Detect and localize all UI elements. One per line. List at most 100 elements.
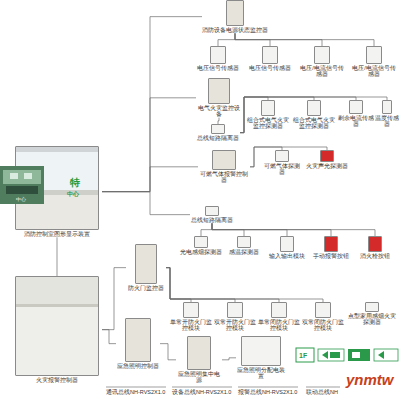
device-label: 电压信号传感器 <box>197 65 239 71</box>
device-icon <box>241 336 281 366</box>
device-label: 光电感烟探测器 <box>180 249 222 255</box>
photo-screen <box>10 173 18 179</box>
device-label: 单常闭防火门监控模块 <box>258 319 300 332</box>
device-label: 可燃气体探测器 <box>262 163 302 176</box>
device-label: 剩余电流传感器 <box>338 115 374 128</box>
device-icon <box>205 206 219 216</box>
exit-sign <box>348 349 370 361</box>
device-icon <box>366 46 382 64</box>
device-node: 双常闭防火门监控模块 <box>302 302 344 332</box>
wire-connector <box>166 268 235 302</box>
device-label: 可燃气体报警控制器 <box>198 171 250 184</box>
device-label: 总线短路隔离器 <box>197 135 239 141</box>
device-label: 火灾报警控制器 <box>36 377 78 383</box>
device-label: 应急照明控制器 <box>117 363 159 369</box>
device-icon <box>365 302 379 312</box>
device-icon <box>135 244 157 284</box>
annotation-label: 设备总线NH-RVS2X1.0 <box>172 390 231 396</box>
device-label: 电压信号传感器 <box>249 65 291 71</box>
device-icon <box>208 78 230 104</box>
device-node: 电气火灾监控设备 <box>196 78 242 118</box>
device-label: 手动报警按钮 <box>313 253 349 259</box>
wire-connector <box>160 344 176 360</box>
device-node: 火灾声光探测器 <box>306 150 348 169</box>
device-node: 消火栓按钮 <box>354 236 396 259</box>
device-label: 组合式电气火灾监控探测器 <box>246 117 290 130</box>
device-icon <box>271 302 287 318</box>
device-node: 电压/电流信号传感器 <box>298 46 346 78</box>
annotation-label: 联动总线NH <box>306 390 338 396</box>
device-node: 消防控制室图形显示装置 <box>12 146 102 237</box>
device-icon <box>194 236 208 248</box>
wire-connector <box>166 268 279 302</box>
wire-connector <box>102 268 126 330</box>
control-room-photo <box>0 166 44 204</box>
device-label: 双常开防火门监控模块 <box>214 319 256 332</box>
device-icon <box>307 100 321 116</box>
device-node: 可燃气体探测器 <box>262 150 302 176</box>
device-node: 电压信号传感器 <box>196 46 240 71</box>
exit-figure <box>330 352 340 358</box>
wire-connector <box>212 223 375 236</box>
annotation-label: 中心 <box>16 197 26 202</box>
device-icon <box>227 302 243 318</box>
wire-connector <box>102 17 202 192</box>
device-icon <box>125 318 151 362</box>
exit-sign <box>318 349 344 361</box>
device-node: 可燃气体报警控制器 <box>198 150 250 184</box>
device-node: 双常开防火门监控模块 <box>214 302 256 332</box>
annotation-label: 特 <box>70 178 80 188</box>
device-node: 手动报警按钮 <box>310 236 352 259</box>
device-node: 总线短路隔离器 <box>196 124 240 141</box>
watermark: ynmtw <box>346 372 394 387</box>
device-icon <box>262 46 278 64</box>
device-node: 应急照明集中电源 <box>176 336 222 384</box>
device-label: 双常闭防火门监控模块 <box>302 319 344 332</box>
photo-wall <box>3 170 41 184</box>
device-icon <box>211 124 225 134</box>
device-icon <box>237 236 251 248</box>
wire-connector <box>102 192 190 215</box>
device-icon <box>315 302 331 318</box>
device-node: 组合式电气火灾监控探测器 <box>246 100 290 130</box>
wire-connector <box>166 268 323 302</box>
bus-line <box>238 387 298 388</box>
device-label: 火灾声光探测器 <box>306 163 348 169</box>
device-label: 应急照明分配电装置 <box>236 367 286 380</box>
exit-signs <box>296 348 398 362</box>
device-node: 温度传感器 <box>374 100 400 128</box>
device-icon <box>275 150 289 162</box>
device-node: 总线短路隔离器 <box>190 206 234 223</box>
exit-arrow <box>378 351 384 359</box>
device-icon <box>349 100 363 114</box>
device-icon <box>382 100 392 114</box>
exit-figure <box>352 352 360 358</box>
device-node: 光电感烟探测器 <box>180 236 222 255</box>
device-icon <box>324 236 338 252</box>
photo-frame <box>0 166 44 204</box>
device-icon <box>320 150 334 162</box>
device-icon <box>15 146 99 230</box>
device-label: 单常开防火门监控模块 <box>170 319 212 332</box>
device-icon <box>368 236 382 252</box>
wire-connector <box>102 98 196 192</box>
bus-line <box>106 387 166 388</box>
device-label: 防火门监控器 <box>128 285 164 291</box>
device-label: 电气火灾监控设备 <box>196 105 242 118</box>
annotation-label: 1F <box>299 352 307 359</box>
device-node: 应急照明分配电装置 <box>236 336 286 380</box>
wire-connector <box>222 358 236 360</box>
wire-connector <box>102 330 116 344</box>
wire-connector <box>235 33 374 46</box>
device-node: 电压/电流信号传感器 <box>350 46 398 78</box>
photo-desk <box>6 186 38 194</box>
device-node: 防火门监控器 <box>126 244 166 291</box>
device-label: 电压/电流信号传感器 <box>350 65 398 78</box>
exit-arrow <box>322 351 328 359</box>
annotation-label: 报警总线NH-RVS2X1.0 <box>238 390 297 396</box>
device-node: 单常闭防火门监控模块 <box>258 302 300 332</box>
device-icon <box>280 236 294 252</box>
device-label: 温度传感器 <box>374 115 400 128</box>
wire-connector <box>57 237 58 276</box>
